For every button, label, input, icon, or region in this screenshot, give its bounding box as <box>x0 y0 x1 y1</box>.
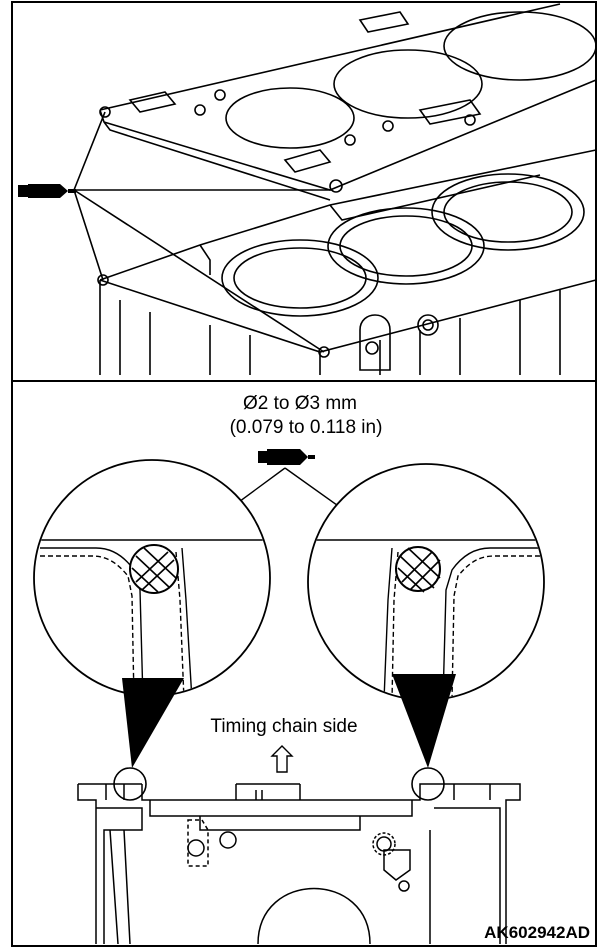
sealant-tube-icon-bottom <box>258 449 315 465</box>
seal-point-top-left <box>97 274 109 286</box>
sealant-tube-icon <box>18 184 76 198</box>
seal-location-right <box>411 767 445 801</box>
bead-size-imperial: (0.079 to 0.118 in) <box>230 417 383 438</box>
sealant-leader-lines <box>73 111 332 353</box>
engine-block-front-view <box>77 783 521 945</box>
detail-circle-right <box>307 463 545 701</box>
block-bore-1 <box>221 239 379 317</box>
figure-border <box>11 1 597 947</box>
pointer-triangle-right <box>392 674 456 768</box>
block-bore-2 <box>327 207 485 285</box>
gasket-bore-1 <box>225 87 355 149</box>
head-gasket <box>99 3 597 201</box>
sealant-bead-right <box>395 546 441 592</box>
gasket-bore-3 <box>443 11 597 81</box>
sealant-bead-left <box>129 544 179 594</box>
block-bore-3 <box>431 173 585 251</box>
gasket-bore-2 <box>333 49 483 119</box>
pointer-triangle-left <box>122 678 184 768</box>
up-arrow-icon <box>270 745 294 773</box>
seal-point-top-right <box>318 346 330 358</box>
seal-location-left <box>113 767 147 801</box>
figure-code: AK602942AD <box>484 923 590 942</box>
cylinder-block-deck <box>99 149 597 375</box>
top-panel <box>73 3 597 375</box>
bead-size-metric: Ø2 to Ø3 mm <box>243 393 357 414</box>
timing-chain-side-label: Timing chain side <box>210 716 357 737</box>
detail-circle-left <box>33 459 271 697</box>
